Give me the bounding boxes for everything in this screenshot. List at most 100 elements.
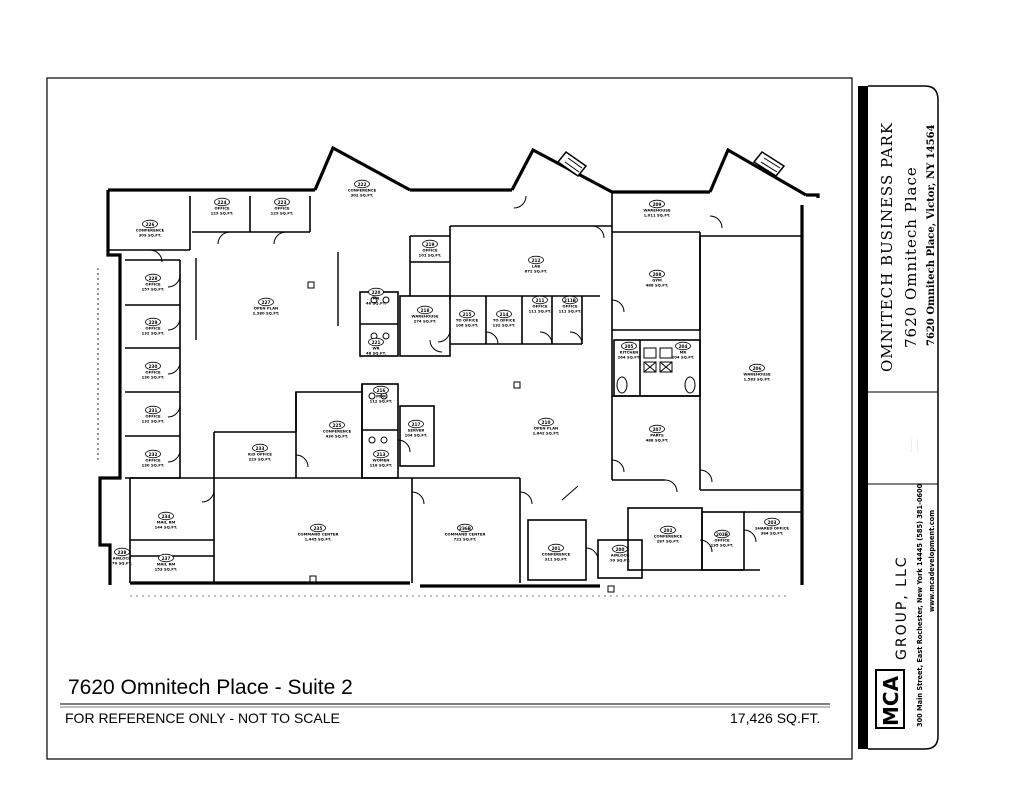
room-name: WOMEN (373, 458, 390, 463)
room-area: 101 SQ.FT. (419, 253, 442, 258)
room-name: CONFERENCE (323, 429, 352, 434)
room-number-bubble (145, 317, 161, 327)
room-number-bubble (329, 420, 345, 430)
room-name: OFFICE (145, 282, 161, 287)
room-area: 309 SQ.FT. (139, 233, 162, 238)
room-number: 209 (653, 202, 662, 207)
room-number: 229 (149, 320, 158, 325)
room-area: 129 SQ.FT. (211, 211, 234, 216)
stair-1 (556, 150, 588, 178)
room-number-bubble (310, 523, 326, 533)
room-name: WAREHOUSE (643, 208, 671, 213)
room-name: TO OFFICE (456, 318, 479, 323)
room-name: MR (373, 296, 380, 301)
room-name: TO OFFICE (493, 318, 516, 323)
room-area: 2,380 SQ.FT. (253, 311, 280, 316)
room-number-bubble (417, 305, 433, 315)
room-area: 264 SQ.FT. (618, 355, 641, 360)
room-number: 202 (664, 528, 673, 533)
room-area: 112 SQ.FT. (370, 399, 393, 404)
room-number: 213 (377, 452, 386, 457)
room-name: WAREHOUSE (743, 372, 771, 377)
room-number: 204 (679, 344, 688, 349)
room-name: CONFERENCE (654, 534, 683, 539)
room-number-bubble (158, 553, 174, 563)
room-area: 104 SQ.FT. (405, 433, 428, 438)
room-number-bubble (660, 525, 676, 535)
room-name: AIRLOCK (113, 556, 133, 561)
room-area: 99 SQ.FT. (610, 558, 631, 563)
room-number: 214 (500, 312, 509, 317)
room-number-bubble (373, 385, 389, 395)
room-number: 208 (653, 272, 662, 277)
room-area: 144 SQ.FT. (155, 525, 178, 530)
room-area: 302 SQ.FT. (351, 193, 374, 198)
room-number: 207 (653, 427, 662, 432)
room-number: 216 (377, 388, 386, 393)
room-number: 220 (372, 290, 381, 295)
room-area: 488 SQ.FT. (646, 283, 669, 288)
room-number: 227 (262, 300, 271, 305)
room-name: COMMAND CENTER (445, 532, 486, 537)
room-number-bubble (562, 295, 578, 305)
room-area: 1,011 SQ.FT. (644, 213, 671, 218)
room-number-bubble (528, 255, 544, 265)
room-number-bubble (649, 424, 665, 434)
room-number: 223 (278, 200, 287, 205)
room-number: 221 (372, 340, 381, 345)
room-number-bubble (354, 179, 370, 189)
room-number: 236B (459, 526, 471, 531)
room-area: 287 SQ.FT. (657, 539, 680, 544)
room-name: WAREHOUSE (411, 314, 439, 319)
room-area: 132 SQ.FT. (142, 331, 165, 336)
room-number: 219 (426, 242, 435, 247)
room-area: 1,642 SQ.FT. (533, 431, 560, 436)
room-number-bubble (538, 417, 554, 427)
room-number-bubble (621, 341, 637, 351)
room-name: CONFERENCE (136, 228, 165, 233)
room-number-bubble (612, 544, 628, 554)
room-number: 203B (716, 532, 728, 537)
room-number-bubble (457, 523, 473, 533)
room-number: 212 (532, 258, 541, 263)
room-number-bubble (548, 543, 564, 553)
company-name: GROUP, LLC (894, 555, 910, 660)
room-name: MR (680, 350, 687, 355)
room-name: OFFICE (145, 370, 161, 375)
room-area: 132 SQ.FT. (142, 419, 165, 424)
room-number: 211 (536, 298, 545, 303)
room-area: 488 SQ.FT. (646, 438, 669, 443)
company-logo: MCA (875, 669, 905, 729)
company-address: 300 Main Street, East Rochester, New Yor… (916, 483, 924, 727)
room-number-bubble (649, 199, 665, 209)
title-block: OMNITECH BUSINESS PARK 7620 Omnitech Pla… (858, 85, 939, 750)
room-number-bubble (114, 547, 130, 557)
room-name: OFFICE (145, 414, 161, 419)
room-number-bubble (749, 363, 765, 373)
room-number: 218 (421, 308, 430, 313)
room-name: OFFICE (145, 326, 161, 331)
room-name: OFFICE (214, 206, 230, 211)
plan-walls (97, 145, 820, 597)
room-number-bubble (145, 449, 161, 459)
company-logo-text: MCA (879, 675, 903, 726)
room-name: OPEN PLAN (534, 426, 558, 431)
